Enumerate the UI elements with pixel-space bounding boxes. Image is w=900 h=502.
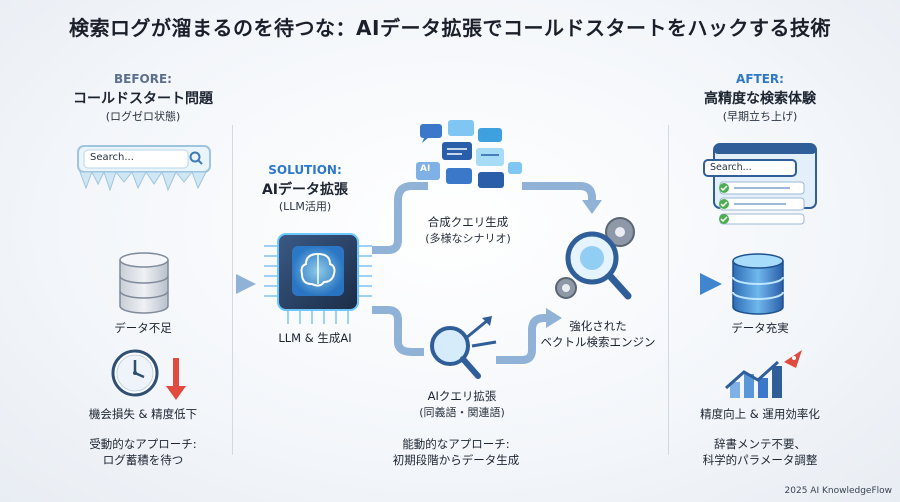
solution-tag: SOLUTION: xyxy=(268,163,342,177)
synthetic-label-line1: 合成クエリ生成 xyxy=(427,215,509,229)
solution-approach-line2: 初期段階からデータ生成 xyxy=(392,453,520,467)
after-approach-line1: 辞書メンテ不要、 xyxy=(714,437,806,451)
database-icon xyxy=(118,252,170,318)
divider-left xyxy=(232,125,233,455)
llm-chip-label: LLM & 生成AI xyxy=(278,331,352,345)
data-shortage-label: データ不足 xyxy=(114,321,172,335)
after-approach-line2: 科学的パラメータ調整 xyxy=(702,453,818,467)
before-approach-line1: 受動的なアプローチ: xyxy=(89,437,197,451)
data-rich-label: データ充実 xyxy=(731,321,789,335)
before-heading: コールドスタート問題 xyxy=(73,91,213,107)
after-heading: 高精度な検索体験 xyxy=(704,91,816,107)
frozen-search-placeholder: Search... xyxy=(90,152,134,163)
growth-chart-icon xyxy=(722,348,806,404)
after-tag: AFTER: xyxy=(736,72,784,86)
loss-label: 機会損失 & 精度低下 xyxy=(88,407,198,421)
search-results-icon: Search... xyxy=(700,140,820,230)
before-tag: BEFORE: xyxy=(114,72,172,86)
page-title: 検索ログが溜まるのを待つな：AIデータ拡張でコールドスタートをハックする技術 xyxy=(69,16,831,40)
search-icon xyxy=(188,150,204,170)
vector-engine-icon xyxy=(548,210,648,314)
after-search-placeholder: Search... xyxy=(710,162,752,173)
database-full-icon xyxy=(730,252,786,320)
frozen-search-bar: Search... xyxy=(76,144,214,194)
solution-subheading: (LLM活用) xyxy=(278,200,332,213)
query-expansion-icon xyxy=(422,314,502,388)
engine-label-line1: 強化された xyxy=(569,319,627,333)
bubble-text: AI xyxy=(420,164,431,174)
growth-label: 精度向上 & 運用効率化 xyxy=(700,407,820,421)
clock-icon xyxy=(110,348,160,402)
llm-chip-icon xyxy=(262,226,374,330)
solution-approach-line1: 能動的なアプローチ: xyxy=(402,437,510,451)
before-approach-line2: ログ蓄積を待つ xyxy=(102,453,184,467)
expansion-label-line2: (同義語・関連語) xyxy=(419,406,505,419)
expansion-label-line1: AIクエリ拡張 xyxy=(427,389,497,403)
after-subheading: (早期立ち上げ) xyxy=(722,110,798,123)
down-arrow-icon xyxy=(164,356,188,406)
before-subheading: (ログゼロ状態) xyxy=(105,110,181,123)
chat-bubbles-icon: AI xyxy=(412,118,524,208)
divider-right xyxy=(668,125,669,455)
synthetic-label-line2: (多様なシナリオ) xyxy=(425,232,511,245)
engine-label-line2: ベクトル検索エンジン xyxy=(540,335,656,349)
copyright: 2025 AI KnowledgeFlow xyxy=(784,486,892,496)
solution-heading: AIデータ拡張 xyxy=(261,182,349,198)
